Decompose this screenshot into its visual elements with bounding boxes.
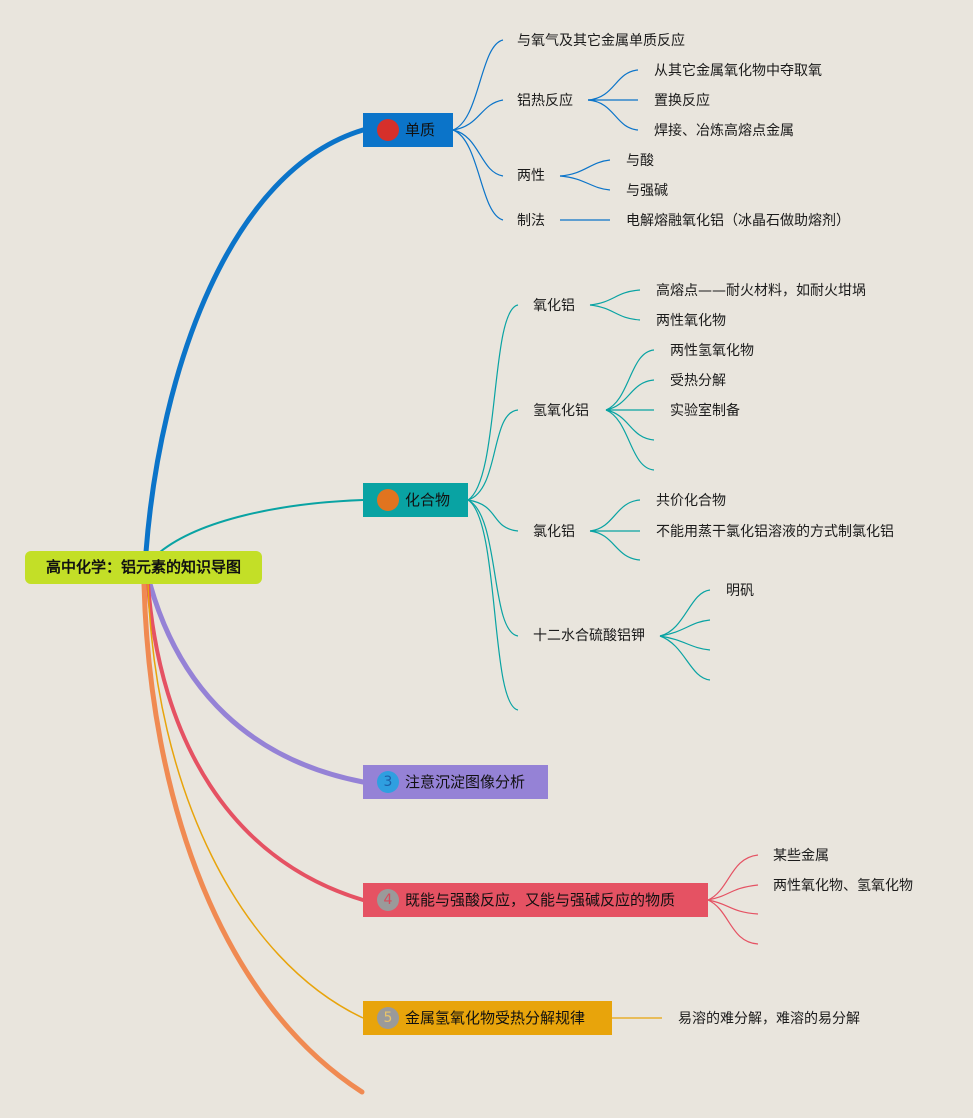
branch-number-badge: 3 bbox=[377, 771, 399, 793]
topic-node[interactable]: 受热分解 bbox=[670, 373, 726, 389]
branch-number-badge: 4 bbox=[377, 889, 399, 911]
topic-node[interactable]: 与酸 bbox=[626, 153, 654, 169]
branch-3-node[interactable]: 3 注意沉淀图像分析 bbox=[363, 765, 548, 799]
topic-node[interactable]: 两性氧化物、氢氧化物 bbox=[773, 878, 913, 894]
branch-1-node[interactable]: 1 单质 bbox=[363, 113, 453, 147]
topic-node[interactable]: 与氧气及其它金属单质反应 bbox=[517, 33, 685, 49]
topic-node[interactable]: 共价化合物 bbox=[656, 493, 726, 509]
topic-node[interactable]: 易溶的难分解，难溶的易分解 bbox=[678, 1011, 860, 1027]
branch-label: 单质 bbox=[405, 121, 436, 139]
branch-4-node[interactable]: 4 既能与强酸反应，又能与强碱反应的物质 bbox=[363, 883, 708, 917]
topic-node[interactable]: 某些金属 bbox=[773, 848, 829, 864]
connector-main-4 bbox=[146, 582, 365, 902]
topic-node[interactable]: 不能用蒸干氯化铝溶液的方式制氯化铝 bbox=[656, 524, 894, 540]
connector-main-3 bbox=[147, 581, 366, 785]
topic-node[interactable]: 从其它金属氧化物中夺取氧 bbox=[654, 63, 822, 79]
topic-node[interactable]: 电解熔融氧化铝（冰晶石做助熔剂） bbox=[626, 213, 850, 229]
branch-label: 既能与强酸反应，又能与强碱反应的物质 bbox=[405, 891, 676, 909]
topic-node[interactable]: 制法 bbox=[517, 213, 545, 229]
topic-node[interactable]: 两性 bbox=[517, 168, 545, 184]
topic-node[interactable]: 两性氢氧化物 bbox=[670, 343, 754, 359]
branch-5-node[interactable]: 5 金属氢氧化物受热分解规律 bbox=[363, 1001, 612, 1035]
branch-label: 注意沉淀图像分析 bbox=[405, 773, 526, 791]
connector-main-2 bbox=[159, 499, 364, 553]
topic-node[interactable]: 与强碱 bbox=[626, 183, 668, 199]
topic-node[interactable]: 氧化铝 bbox=[533, 298, 575, 314]
connector-main-1 bbox=[143, 127, 366, 555]
topic-node[interactable]: 焊接、冶炼高熔点金属 bbox=[654, 123, 794, 139]
topic-node[interactable]: 氢氧化铝 bbox=[533, 403, 589, 419]
branch-number-badge: 2 bbox=[377, 489, 399, 511]
topic-node[interactable]: 两性氧化物 bbox=[656, 313, 726, 329]
topic-node[interactable]: 置换反应 bbox=[654, 93, 710, 109]
topic-node[interactable]: 氯化铝 bbox=[533, 524, 575, 540]
branch-number-badge: 5 bbox=[377, 1007, 399, 1029]
branch-number-badge: 1 bbox=[377, 119, 399, 141]
topic-node[interactable]: 高熔点——耐火材料，如耐火坩埚 bbox=[656, 283, 866, 299]
connector-main-6 bbox=[141, 581, 365, 1095]
branch-label: 金属氢氧化物受热分解规律 bbox=[405, 1009, 586, 1027]
root-topic[interactable]: 高中化学：铝元素的知识导图 bbox=[25, 551, 262, 584]
branch-label: 化合物 bbox=[405, 491, 451, 509]
branch-2-node[interactable]: 2 化合物 bbox=[363, 483, 468, 517]
topic-node[interactable]: 铝热反应 bbox=[517, 93, 573, 109]
topic-node[interactable]: 明矾 bbox=[726, 583, 754, 599]
topic-node[interactable]: 十二水合硫酸铝钾 bbox=[533, 628, 645, 644]
topic-node[interactable]: 实验室制备 bbox=[670, 403, 740, 419]
connector-main-5 bbox=[147, 583, 364, 1019]
